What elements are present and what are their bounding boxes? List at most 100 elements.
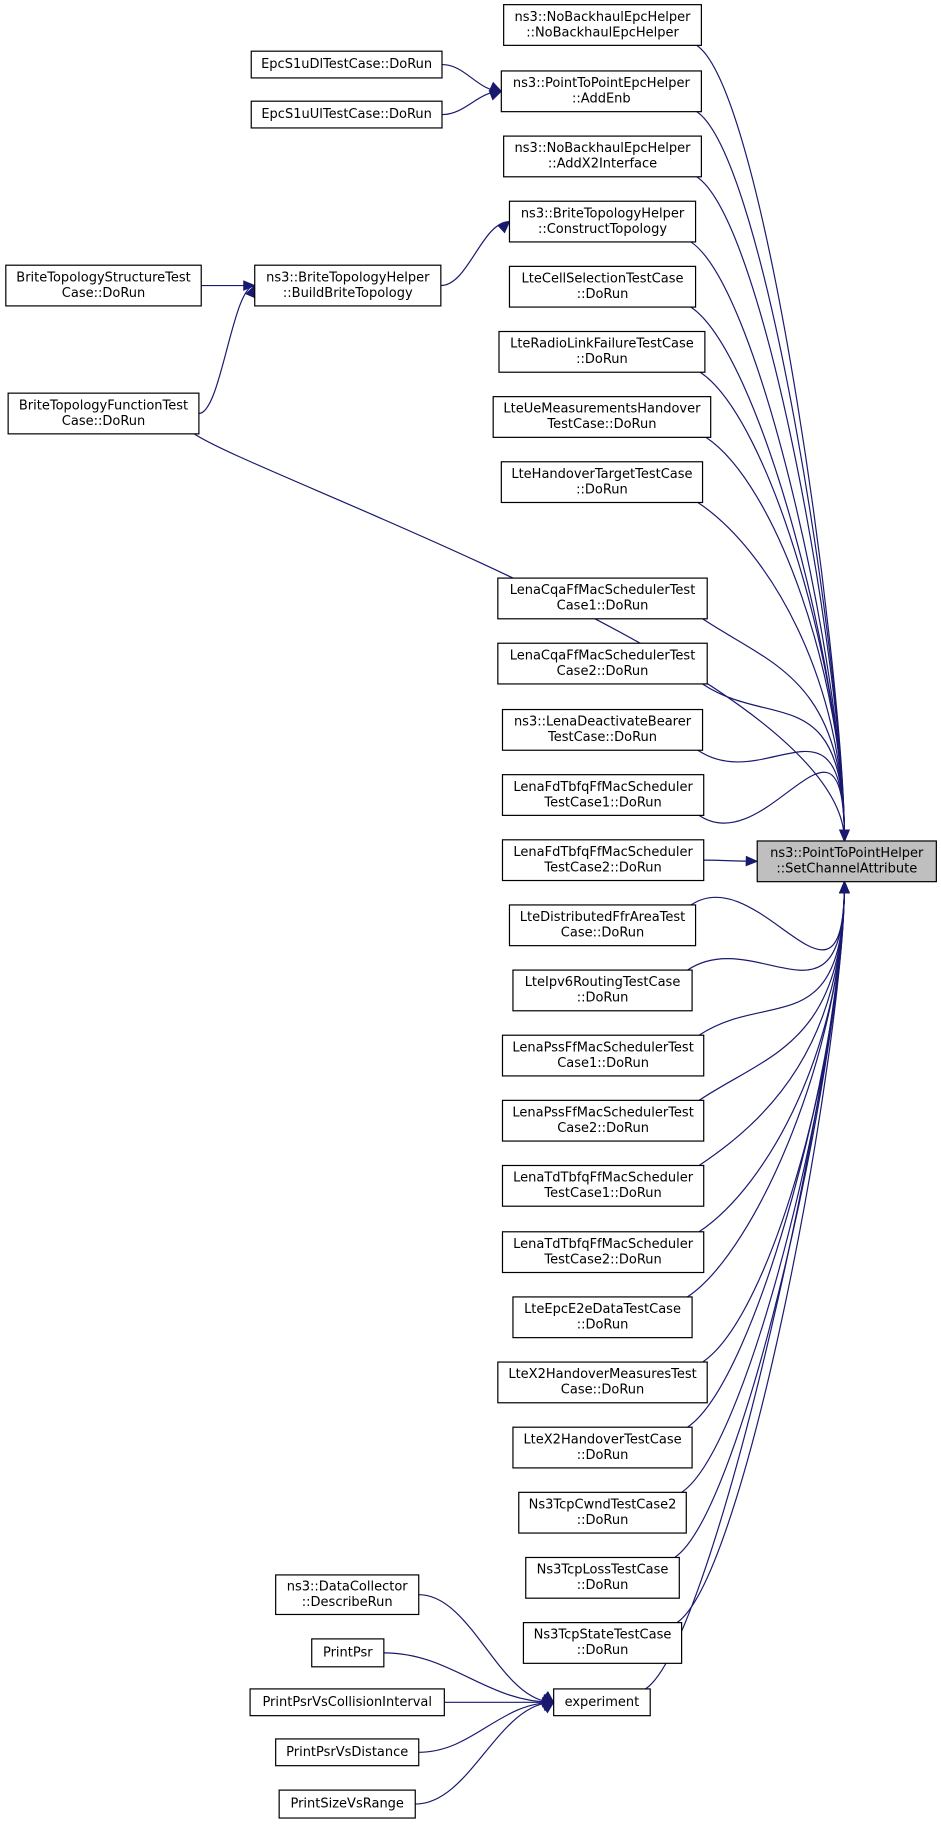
call-edge-fdtbfq2-to-target: [703, 855, 759, 867]
function-node-label: ::DoRun: [577, 1448, 629, 1463]
function-node-label: ns3::NoBackhaulEpcHelper: [515, 10, 692, 25]
call-edge-line: [696, 176, 846, 841]
function-node-box: [501, 1164, 705, 1207]
function-node-label: ns3::PointToPointEpcHelper: [513, 76, 691, 91]
call-edge-line: [418, 1594, 554, 1703]
call-edge-s1u-ul-to-p2p-add-enb: [442, 90, 503, 116]
function-node-box: [525, 1556, 680, 1599]
call-edge-line: [676, 881, 846, 1624]
function-node-ipv6[interactable]: LteIpv6RoutingTestCase::DoRun: [512, 969, 693, 1012]
function-node-experiment[interactable]: experiment: [553, 1688, 651, 1717]
function-node-label: LenaFdTbfqFfMacScheduler: [513, 845, 693, 860]
function-node-label: LenaCqaFfMacSchedulerTest: [510, 648, 696, 663]
function-node-tcp-loss[interactable]: Ns3TcpLossTestCase::DoRun: [525, 1556, 680, 1599]
function-node-lte-cell-sel[interactable]: LteCellSelectionTestCase::DoRun: [508, 265, 697, 308]
function-node-label: ::BuildBriteTopology: [283, 286, 413, 301]
function-node-label: LteIpv6RoutingTestCase: [525, 975, 681, 990]
call-edge-line: [697, 749, 846, 841]
function-node-box: [553, 1688, 651, 1717]
function-node-label: PrintPsr: [323, 1645, 373, 1660]
call-edge-line: [674, 881, 846, 1558]
function-node-tcp-state[interactable]: Ns3TcpStateTestCase::DoRun: [522, 1622, 683, 1664]
call-edge-line: [702, 618, 846, 841]
function-node-print-psr-coll[interactable]: PrintPsrVsCollisionInterval: [249, 1688, 445, 1717]
function-node-box: [501, 1231, 705, 1274]
function-node-label: LenaTdTbfqFfMacScheduler: [513, 1237, 694, 1252]
function-node-box: [249, 1688, 445, 1717]
function-node-label: ::DoRun: [577, 287, 629, 302]
function-node-box: [500, 70, 702, 113]
call-edge-line: [690, 881, 846, 951]
function-node-label: ::DoRun: [576, 352, 628, 367]
function-node-box: [501, 839, 705, 882]
call-edge-arrowhead: [745, 855, 759, 867]
function-node-print-psr[interactable]: PrintPsr: [311, 1638, 385, 1668]
function-node-label: ::AddX2Interface: [548, 157, 657, 172]
call-edge-cqa1-to-target: [702, 618, 850, 843]
function-node-box: [508, 265, 697, 308]
function-node-lte-ho-target[interactable]: LteHandoverTargetTestCase::DoRun: [500, 461, 704, 504]
function-node-box: [512, 1296, 693, 1339]
function-node-label: LteX2HandoverTestCase: [523, 1432, 681, 1447]
function-node-epc-e2e[interactable]: LteEpcE2eDataTestCase::DoRun: [512, 1296, 693, 1339]
function-node-label: ::DoRun: [577, 1643, 629, 1658]
function-node-no-backhaul-ctor[interactable]: ns3::NoBackhaulEpcHelper::NoBackhaulEpcH…: [503, 4, 702, 46]
function-node-box: [492, 396, 712, 438]
function-node-print-psr-dist[interactable]: PrintPsrVsDistance: [275, 1738, 420, 1767]
function-node-box: [254, 264, 442, 307]
function-node-box: [497, 1361, 708, 1404]
function-node-label: LteCellSelectionTestCase: [522, 271, 684, 286]
function-node-box: [508, 200, 697, 243]
function-node-box: [498, 330, 706, 373]
function-node-brite-build[interactable]: ns3::BriteTopologyHelper::BuildBriteTopo…: [254, 264, 442, 307]
function-node-lte-rlf[interactable]: LteRadioLinkFailureTestCase::DoRun: [498, 330, 706, 373]
function-node-target[interactable]: ns3::PointToPointHelper::SetChannelAttri…: [756, 840, 937, 883]
function-node-box: [508, 904, 697, 947]
call-edge-deactivate-to-target: [697, 749, 850, 843]
function-node-label: ::DoRun: [577, 1318, 629, 1333]
call-edge-line: [198, 284, 255, 415]
function-node-describe-run[interactable]: ns3::DataCollector::DescribeRun: [275, 1574, 420, 1616]
function-node-label: Ns3TcpLossTestCase: [537, 1563, 669, 1578]
function-node-label: ::SetChannelAttribute: [776, 862, 917, 877]
function-node-label: ::ConstructTopology: [538, 222, 667, 237]
edge-layer: [193, 44, 850, 1805]
function-node-print-size[interactable]: PrintSizeVsRange: [278, 1789, 416, 1819]
function-node-box: [275, 1738, 420, 1767]
function-node-label: ::DoRun: [577, 1513, 629, 1528]
function-node-label: Ns3TcpStateTestCase: [534, 1628, 672, 1643]
function-node-no-backhaul-x2[interactable]: ns3::NoBackhaulEpcHelper::AddX2Interface: [503, 135, 702, 178]
call-edge-line: [418, 1701, 554, 1753]
function-node-label: Case2::DoRun: [557, 1121, 649, 1136]
function-node-box: [497, 642, 708, 685]
function-node-p2p-add-enb[interactable]: ns3::PointToPointEpcHelper::AddEnb: [500, 70, 702, 113]
function-node-label: ns3::LenaDeactivateBearer: [514, 715, 692, 730]
call-edge-lte-cell-sel-to-target: [690, 306, 850, 843]
function-node-s1u-ul[interactable]: EpcS1uUlTestCase::DoRun: [250, 100, 443, 129]
function-node-label: EpcS1uUlTestCase::DoRun: [261, 107, 432, 122]
function-node-label: TestCase::DoRun: [546, 417, 656, 432]
function-node-label: BriteTopologyStructureTest: [16, 270, 190, 285]
function-node-x2-ho[interactable]: LteX2HandoverTestCase::DoRun: [512, 1426, 693, 1469]
function-node-label: LteEpcE2eDataTestCase: [524, 1302, 681, 1317]
function-node-tcp-cwnd[interactable]: Ns3TcpCwndTestCase2::DoRun: [518, 1491, 687, 1534]
function-node-label: LenaCqaFfMacSchedulerTest: [510, 583, 696, 598]
function-node-box: [522, 1622, 683, 1664]
function-node-brite-construct[interactable]: ns3::BriteTopologyHelper::ConstructTopol…: [508, 200, 697, 243]
call-edge-lte-rlf-to-target: [699, 371, 850, 843]
function-node-s1u-dl[interactable]: EpcS1uDlTestCase::DoRun: [250, 50, 443, 79]
